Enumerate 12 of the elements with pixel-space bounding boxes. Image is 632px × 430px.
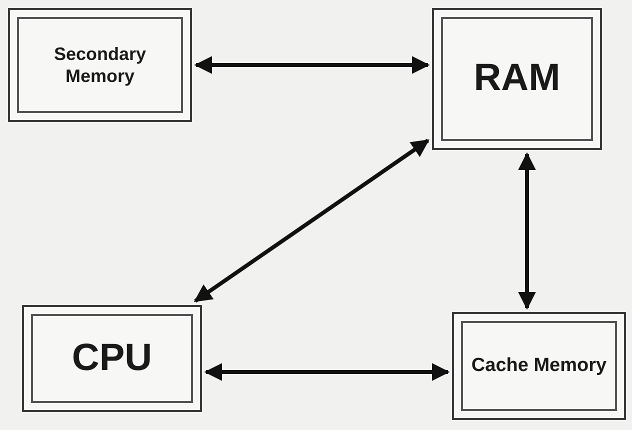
double-arrow xyxy=(518,152,536,310)
memory-box xyxy=(8,8,192,122)
box-label: Cache Memory xyxy=(471,354,607,378)
memory-box xyxy=(22,305,202,412)
double-arrow xyxy=(204,363,450,381)
double-arrow xyxy=(194,138,430,303)
memory-box xyxy=(432,8,602,150)
box-label: Secondary Memory xyxy=(52,42,148,88)
box-label: CPU xyxy=(72,336,152,381)
memory-box xyxy=(452,312,626,420)
double-arrow xyxy=(194,56,430,74)
box-label: RAM xyxy=(474,56,560,102)
